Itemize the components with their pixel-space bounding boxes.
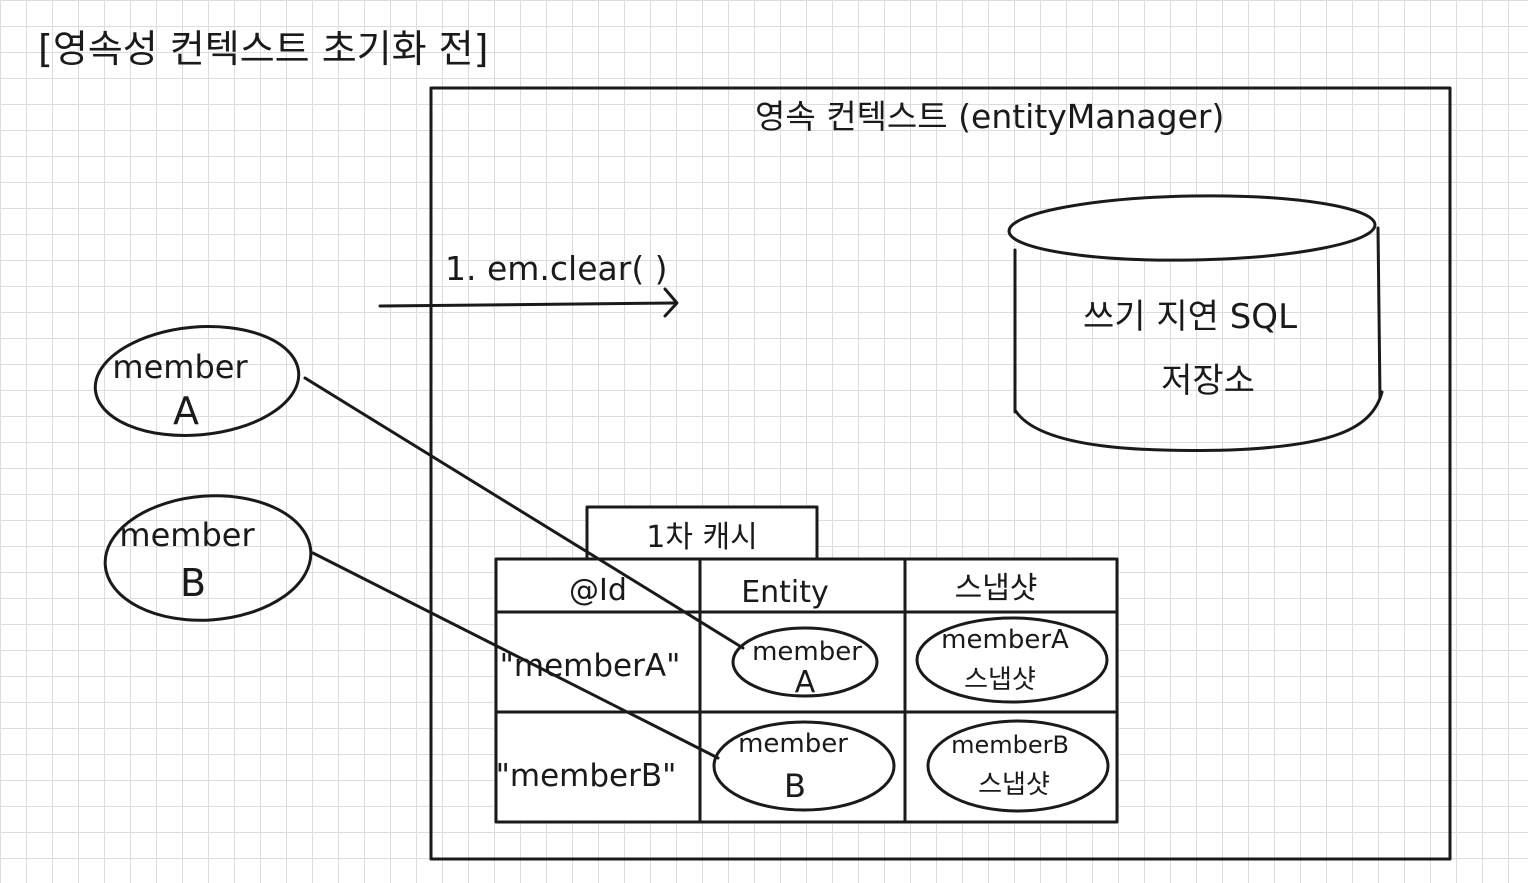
cache-header-entity: Entity xyxy=(741,575,829,610)
cache-row-id: "memberB" xyxy=(496,758,677,794)
sql-store-line1: 쓰기 지연 SQL xyxy=(1083,297,1297,337)
outside-entity-label: member xyxy=(112,348,248,386)
cache-row-id: "memberA" xyxy=(500,648,681,684)
cache-entity-label: member xyxy=(738,729,848,759)
cache-snapshot-member-b xyxy=(926,719,1110,813)
clear-action-label: 1. em.clear( ) xyxy=(445,249,668,288)
connector-member-a xyxy=(303,376,745,650)
first-level-cache-tab xyxy=(585,505,819,561)
persistence-context-label: 영속 컨텍스트 (entityManager) xyxy=(755,97,1224,136)
sql-store-line2: 저장소 xyxy=(1161,361,1255,401)
persistence-context-box xyxy=(429,86,1452,861)
outside-entity-letter: B xyxy=(180,561,206,605)
first-level-cache-title: 1차 캐시 xyxy=(646,520,757,555)
outside-entity-member-b xyxy=(103,494,313,622)
cache-header-snapshot: 스냅샷 xyxy=(955,571,1038,606)
cache-entity-letter: A xyxy=(795,665,816,700)
cache-header-id: @Id xyxy=(569,573,627,608)
cache-snapshot-text: 스냅샷 xyxy=(978,770,1050,800)
sql-store-cylinder xyxy=(1007,194,1384,452)
cache-snapshot-label: memberA xyxy=(941,625,1069,655)
diagram-title: [영속성 컨텍스트 초기화 전] xyxy=(38,27,488,71)
outside-entity-label: member xyxy=(119,516,255,554)
outside-entity-member-a xyxy=(93,324,301,438)
cache-entity-member-b xyxy=(712,720,896,812)
outside-entity-letter: A xyxy=(173,389,199,433)
cache-table xyxy=(494,557,1119,824)
cache-snapshot-label: memberB xyxy=(951,731,1069,759)
cache-entity-label: member xyxy=(752,637,862,667)
cache-snapshot-text: 스냅샷 xyxy=(964,665,1036,695)
cache-entity-member-a xyxy=(731,626,879,698)
cache-snapshot-member-a xyxy=(915,616,1109,704)
connector-member-b xyxy=(311,551,720,760)
clear-arrow xyxy=(378,287,679,318)
cache-entity-letter: B xyxy=(784,767,806,805)
